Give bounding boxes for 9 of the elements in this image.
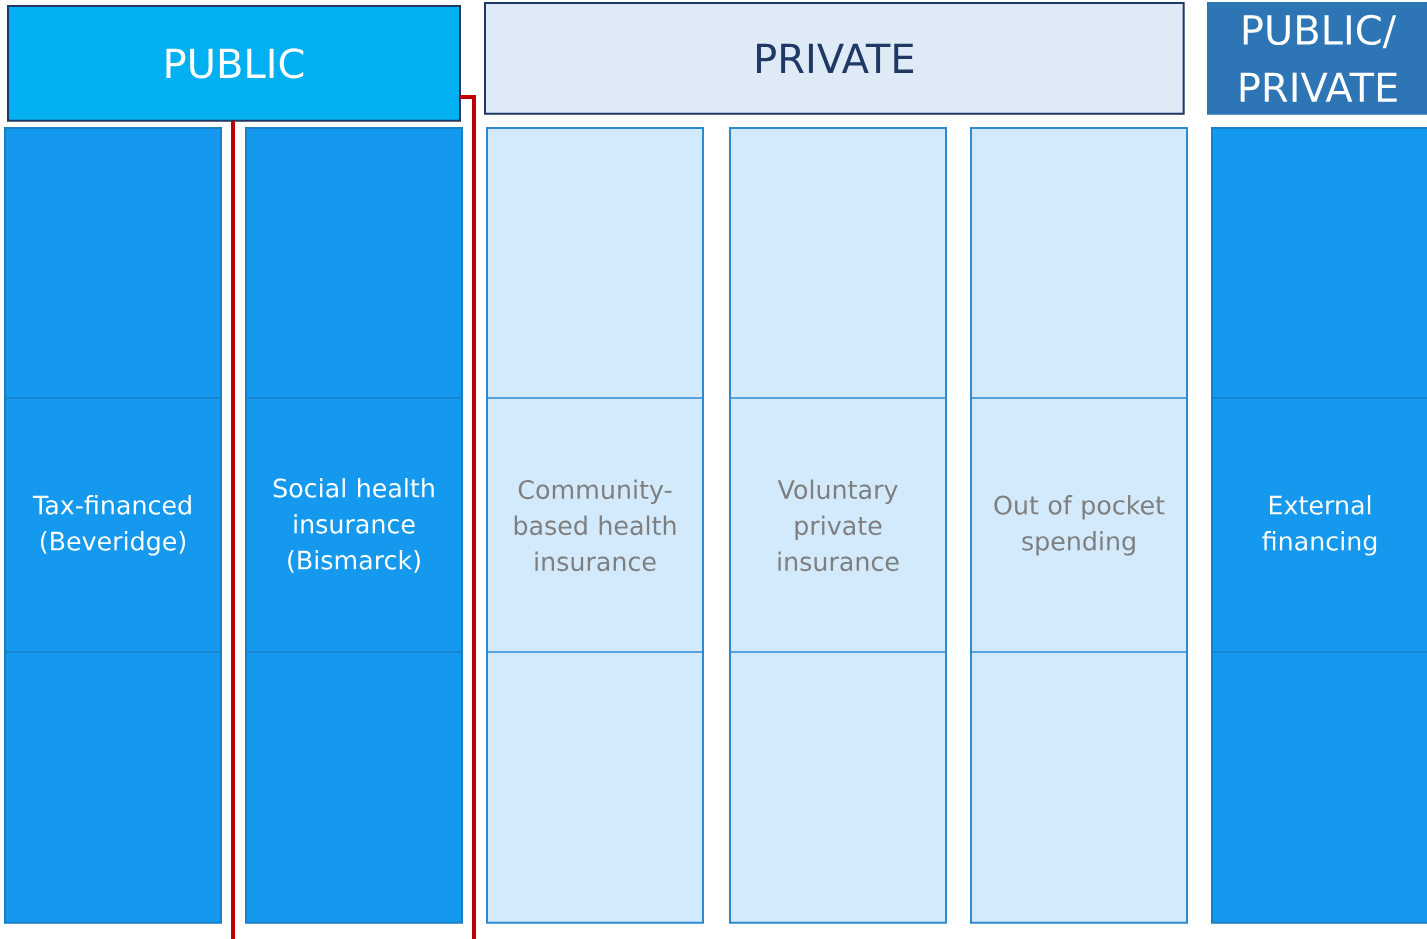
category-column: Community-based health insurance	[485, 127, 704, 924]
category-column: Out of pocket spending	[969, 127, 1188, 924]
category-column: Voluntary private insurance	[728, 127, 947, 924]
header-box: PUBLIC	[7, 5, 461, 122]
category-column: Social health insurance (Bismarck)	[244, 127, 463, 924]
header-box: PUBLIC/ PRIVATE	[1207, 2, 1427, 115]
category-column: External financing	[1210, 127, 1427, 924]
category-column: Tax-financed (Beveridge)	[3, 127, 222, 924]
header-box: PRIVATE	[484, 2, 1185, 115]
